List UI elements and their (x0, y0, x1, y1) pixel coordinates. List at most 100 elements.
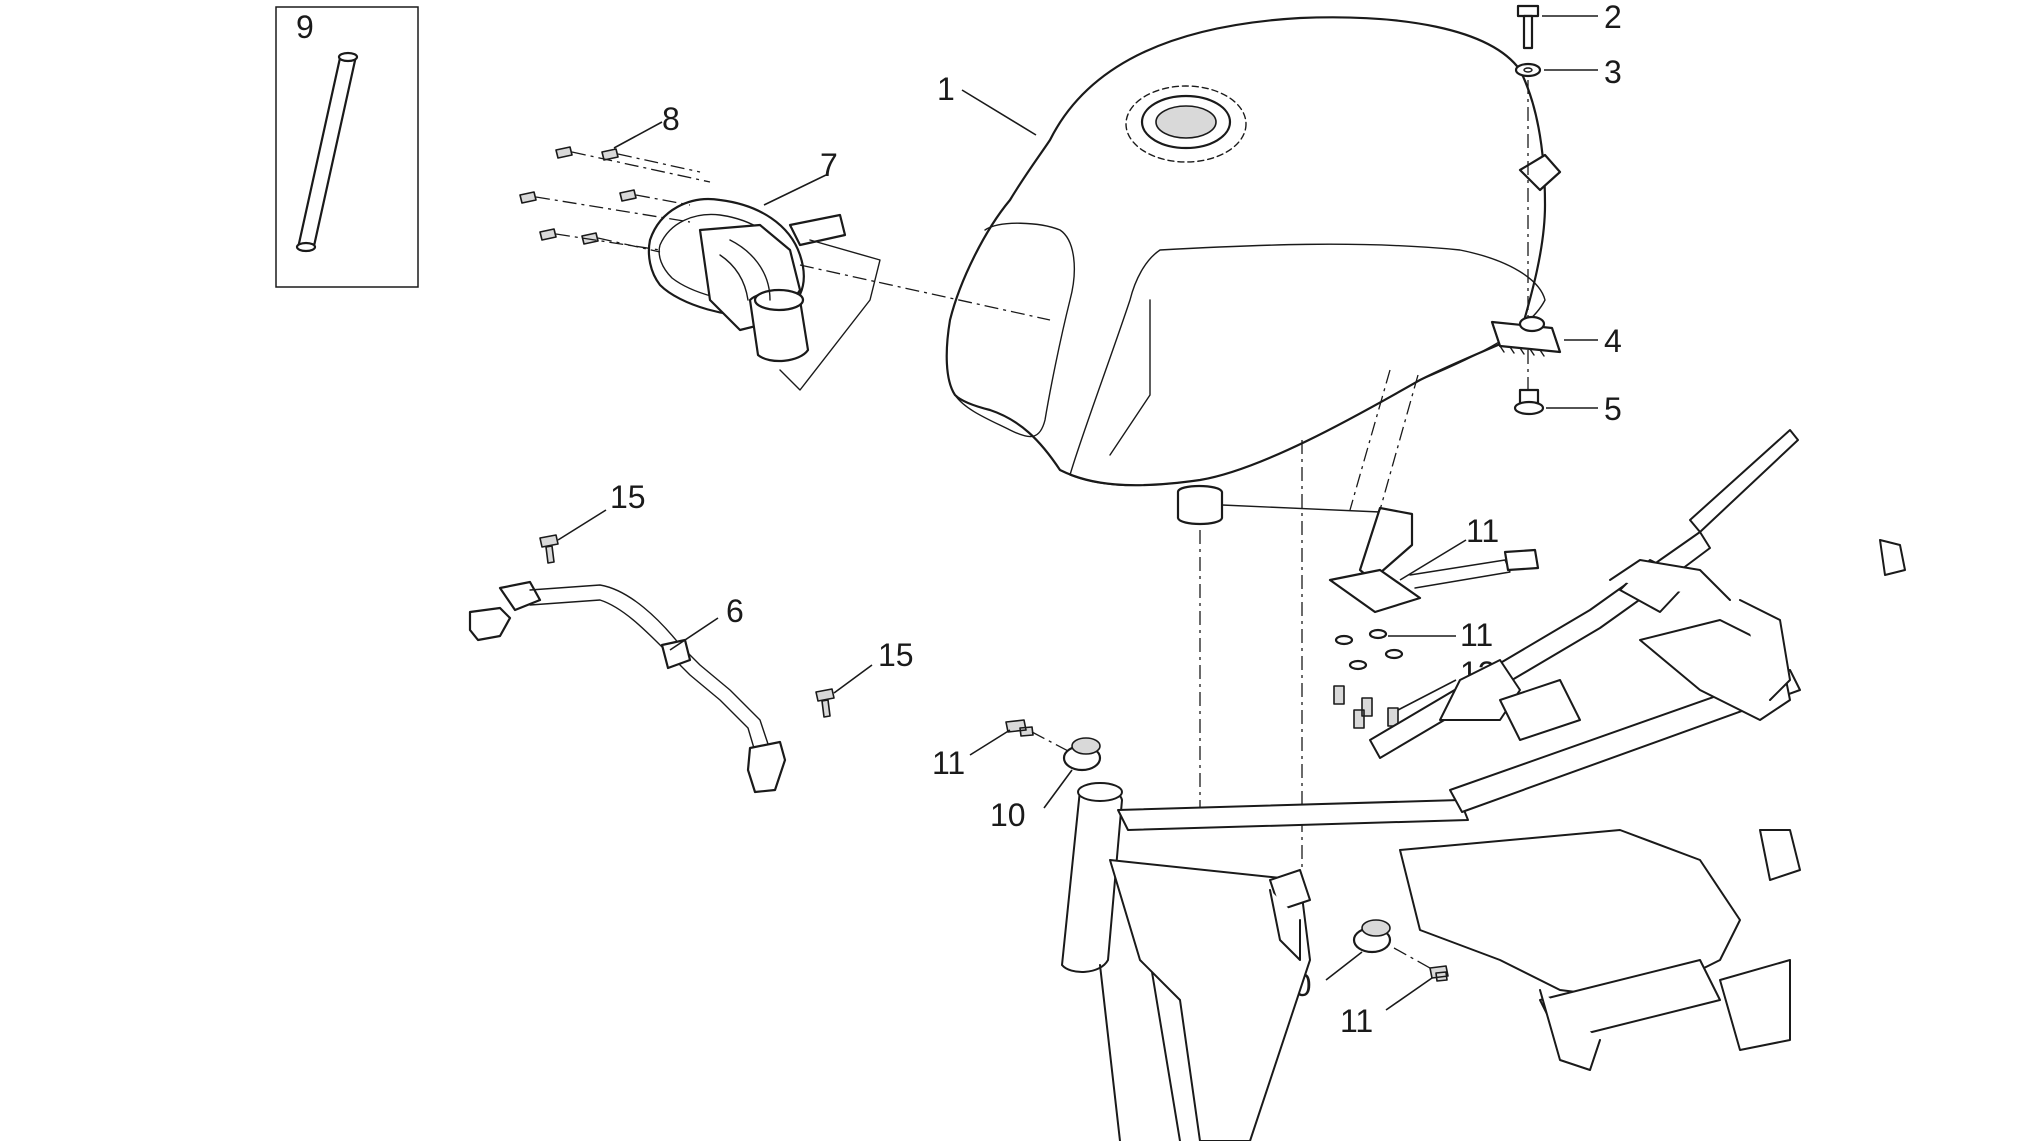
frame-lower-bracket (1539, 989, 1601, 1071)
part-12-float (1176, 484, 1224, 526)
part-1-tank-edge-line (1109, 299, 1151, 456)
part-2-bolt[interactable]: 2 (1516, 0, 1622, 50)
callout-5: 5 (1604, 391, 1622, 427)
callout-4: 4 (1604, 323, 1622, 359)
part-5-spacer-flange (1513, 400, 1545, 416)
part-10-grommet-front[interactable]: 10 (990, 737, 1102, 833)
leader-11a (969, 729, 1011, 756)
frame-upper-tube-rear (1449, 669, 1801, 813)
part-11-bolt-rear[interactable]: 11 (1340, 947, 1449, 1039)
part-8-screw-axes (535, 151, 711, 253)
leader-14 (1397, 679, 1457, 711)
part-13-washer-a (1334, 634, 1354, 646)
part-1-tank-seat-face (1069, 243, 1546, 487)
part-6-clip-top (468, 606, 512, 642)
callout-11a: 11 (932, 745, 965, 781)
part-3-washer-shape (1514, 62, 1542, 78)
part-7-pump-canister-top (753, 288, 805, 312)
callout-13: 11 (1460, 617, 1493, 653)
part-2-bolt-shank (1522, 14, 1534, 50)
callout-3: 3 (1604, 54, 1622, 90)
part-11b-bolt (1429, 965, 1449, 982)
axis-line-sender-to-tank (1349, 369, 1419, 511)
frame-steering-head (1061, 784, 1123, 973)
part-7-pump-bracket (779, 239, 881, 391)
part-13-washers[interactable]: 11 (1334, 617, 1493, 671)
axis-line-11a (1031, 731, 1071, 753)
leader-15a (557, 509, 607, 541)
frame-gusset-a (1439, 659, 1521, 721)
frame-rear-subframe-top (1689, 429, 1799, 533)
part-4-pad-boss (1518, 315, 1546, 333)
axis-line-pump-to-tank (799, 264, 1051, 321)
part-15-screw-b[interactable]: 15 (815, 637, 914, 718)
callout-7: 7 (820, 147, 838, 183)
part-13-washer-b (1368, 628, 1388, 640)
frame-peg-mount (1759, 829, 1801, 881)
leader-15b (833, 664, 873, 694)
callout-9: 9 (296, 9, 314, 45)
part-1-fuel-tank[interactable]: 1 (937, 16, 1562, 487)
part-7-pump-hoses (719, 239, 771, 301)
motorcycle-frame (1061, 429, 1906, 1141)
part-11a-bolt (1005, 719, 1034, 737)
part-12-float-arm (1221, 504, 1381, 513)
part-10a-grommet-top (1071, 737, 1101, 755)
leader-8 (613, 121, 663, 149)
part-8-screws[interactable]: 8 (519, 101, 711, 253)
part-9-hose-end-top (337, 51, 359, 63)
frame-gusset-b (1499, 679, 1581, 741)
axis-line-11b (1393, 947, 1431, 969)
part-9-hose-body (296, 54, 358, 250)
callout-12: 11 (1466, 513, 1499, 549)
frame-swingarm-plate (1719, 959, 1791, 1051)
part-6-hose-b (529, 599, 757, 756)
part-13-washer-d (1348, 659, 1368, 671)
frame-rear-crossmember (1639, 619, 1791, 721)
part-6-fuel-line[interactable]: 6 (468, 580, 787, 794)
part-1-tank-knee-recess (954, 222, 1075, 438)
part-9-hose-end-bottom (295, 241, 317, 253)
part-8-screw-heads (519, 146, 637, 245)
frame-upper-tube-front (1117, 799, 1469, 831)
part-4-rubber-pad[interactable]: 4 (1490, 315, 1622, 359)
leader-1 (961, 89, 1037, 136)
part-3-washer[interactable]: 3 (1514, 54, 1622, 90)
leader-10a (1043, 769, 1073, 809)
part-11-bolt-front[interactable]: 11 (932, 719, 1071, 781)
part-1-tank-outline (945, 16, 1547, 487)
part-5-spacer[interactable]: 5 (1513, 388, 1622, 427)
part-6-hose-a (529, 584, 771, 751)
part-12-sender-flange (1328, 568, 1422, 614)
part-4-pad-ribs (1499, 345, 1545, 357)
callout-2: 2 (1604, 0, 1622, 35)
frame-tank-bracket-arm (1269, 889, 1301, 961)
callout-15a: 15 (610, 479, 646, 515)
part-15-screw-a[interactable]: 15 (539, 479, 646, 564)
leader-6 (669, 617, 719, 651)
frame-down-tubes (1099, 959, 1181, 1141)
part-9-hose[interactable]: 9 (275, 6, 419, 288)
frame-steering-head-top (1077, 782, 1123, 802)
part-12-fuel-sender[interactable]: 11 (1176, 484, 1540, 614)
part-1-fuel-cap-outer (1125, 85, 1247, 163)
part-10b-grommet-top (1361, 919, 1391, 937)
part-14-screw-set (1333, 685, 1399, 729)
part-9-box (275, 6, 419, 288)
part-6-connector-top (498, 580, 542, 612)
part-2-bolt-head (1516, 4, 1540, 18)
frame-rear-bracket (1739, 599, 1791, 701)
part-13-washer-c (1384, 648, 1404, 660)
frame-seat-rail (1609, 559, 1731, 601)
leader-12 (1399, 539, 1467, 581)
part-1-tank-rear-tab (1518, 153, 1562, 192)
part-12-connector (1503, 548, 1540, 572)
callout-8: 8 (662, 101, 680, 137)
callout-6: 6 (726, 593, 744, 629)
leader-7 (763, 174, 827, 206)
leader-10b (1325, 951, 1363, 981)
part-6-crimp (660, 638, 692, 670)
part-7-fuel-pump[interactable]: 7 (647, 147, 881, 391)
part-3-washer-hole (1523, 67, 1533, 73)
callout-11b: 11 (1340, 1003, 1373, 1039)
